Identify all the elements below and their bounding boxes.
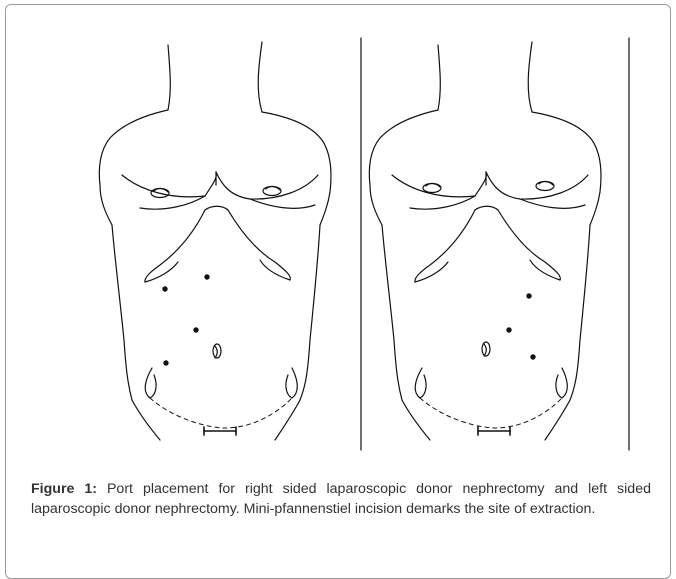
- caption-text: Port placement for right sided laparosco…: [31, 481, 651, 517]
- torso-left-sided: [369, 42, 601, 440]
- caption-label: Figure 1:: [31, 481, 97, 497]
- torso-right-sided: [99, 42, 331, 440]
- figure-caption: Figure 1: Port placement for right sided…: [31, 479, 651, 519]
